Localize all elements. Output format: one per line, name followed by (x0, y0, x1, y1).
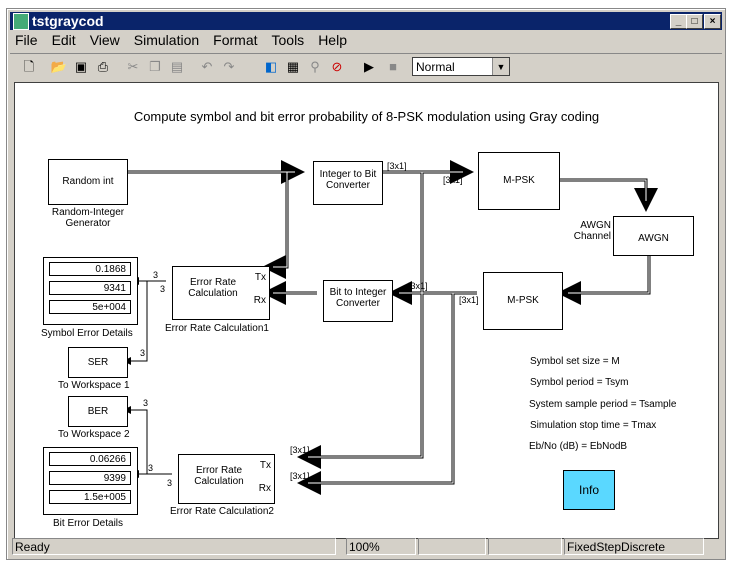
block-text: Error Rate Calculation (194, 465, 244, 487)
maximize-button[interactable]: □ (686, 14, 703, 29)
status-empty (488, 538, 562, 555)
mpsk-demodulator-block[interactable]: M-PSK (483, 272, 563, 330)
redo-icon[interactable]: ↷ (223, 59, 235, 74)
error-rate-calc1-label: Error Rate Calculation1 (165, 323, 269, 334)
info-block[interactable]: Info (563, 470, 615, 510)
new-icon[interactable]: 🗋 (23, 59, 35, 74)
menu-simulation[interactable]: Simulation (133, 32, 200, 48)
dim-label: [3x1] (408, 281, 428, 291)
window-title: tstgraycod (32, 13, 104, 29)
undo-icon[interactable]: ↶ (201, 59, 213, 74)
app-icon (13, 13, 29, 30)
display-value: 5e+004 (49, 300, 131, 314)
status-state: Ready (12, 538, 336, 555)
rx-port: Rx (253, 295, 266, 306)
chevron-down-icon[interactable]: ▼ (492, 58, 509, 75)
print-icon[interactable]: ⎙ (97, 59, 109, 74)
status-solver: FixedStepDiscrete (564, 538, 704, 555)
tx-port: Tx (254, 272, 266, 283)
width-label: 3 (160, 284, 166, 294)
param-text: Eb/No (dB) = EbNodB (529, 441, 628, 452)
width-label: 3 (143, 398, 149, 408)
menu-format[interactable]: Format (213, 32, 258, 48)
model-explorer-icon[interactable]: ▦ (286, 59, 300, 74)
wire-mpsk-to-awgn (554, 178, 658, 212)
diagram-heading: Compute symbol and bit error probability… (133, 109, 600, 124)
display-value: 0.06266 (49, 452, 131, 466)
dim-label: [3x1] (387, 161, 407, 171)
random-integer-label: Random-Integer Generator (51, 207, 125, 229)
ber-workspace-block[interactable]: BER (68, 396, 128, 427)
dim-label: [3x1] (459, 295, 479, 305)
tx-port: Tx (259, 460, 271, 471)
paste-icon[interactable]: ▤ (170, 59, 184, 74)
library-browser-icon[interactable]: ◧ (264, 59, 278, 74)
wire-branch-to-erc1tx (262, 172, 289, 279)
dim-label: [3x1] (443, 175, 463, 185)
block-text: Random int (62, 176, 114, 187)
param-text: Symbol period = Tsym (530, 377, 629, 388)
display-value: 0.1868 (49, 262, 131, 276)
status-empty (418, 538, 486, 555)
width-label: 3 (148, 463, 154, 473)
awgn-block[interactable]: AWGN (613, 216, 694, 256)
menu-tools[interactable]: Tools (271, 32, 305, 48)
block-text: Error Rate Calculation (188, 277, 238, 299)
signal-lines (122, 160, 658, 495)
simulation-mode-select[interactable]: Normal ▼ (412, 57, 510, 76)
error-rate-calc1-block[interactable]: Error Rate Calculation Tx Rx (172, 266, 270, 320)
width-label: 3 (140, 348, 146, 358)
integer-to-bit-block[interactable]: Integer to Bit Converter (313, 161, 383, 205)
width-label: 3 (167, 478, 173, 488)
display-value: 9399 (49, 471, 131, 485)
status-bar: Ready 100% FixedStepDiscrete (10, 538, 722, 555)
dim-label: [3x1] (290, 445, 310, 455)
save-icon[interactable]: ▣ (74, 59, 88, 74)
toolbar: 🗋 📂 ▣ ⎙ ✂ ❐ ▤ ↶ ↷ ◧ ▦ ⚲ ⊘ ▶ ■ Normal ▼ (10, 53, 722, 80)
display-value: 1.5e+005 (49, 490, 131, 504)
ser-workspace-block[interactable]: SER (68, 347, 128, 378)
rx-port: Rx (258, 483, 271, 494)
sim-mode-value: Normal (416, 60, 455, 74)
close-button[interactable]: × (704, 14, 721, 29)
open-icon[interactable]: 📂 (50, 59, 68, 74)
status-zoom: 100% (346, 538, 416, 555)
debug-icon[interactable]: ⚲ (310, 59, 320, 74)
mpsk-modulator-block[interactable]: M-PSK (478, 152, 560, 210)
error-rate-calc2-label: Error Rate Calculation2 (170, 506, 274, 517)
title-bar: tstgraycod _ □ × (10, 12, 722, 30)
stop-debug-icon[interactable]: ⊘ (331, 59, 343, 74)
param-text: Symbol set size = M (530, 356, 620, 367)
bit-to-integer-block[interactable]: Bit to Integer Converter (323, 280, 393, 322)
stop-icon[interactable]: ■ (389, 59, 397, 74)
random-integer-block[interactable]: Random int (48, 159, 128, 205)
symbol-error-label: Symbol Error Details (41, 328, 133, 339)
display-value: 9341 (49, 281, 131, 295)
ser-label: To Workspace 1 (58, 380, 130, 391)
dim-label: [3x1] (290, 471, 310, 481)
menu-help[interactable]: Help (318, 32, 347, 48)
minimize-button[interactable]: _ (670, 14, 687, 29)
play-icon[interactable]: ▶ (364, 59, 374, 74)
error-rate-calc2-block[interactable]: Error Rate Calculation Tx Rx (178, 454, 275, 504)
param-text: Simulation stop time = Tmax (530, 420, 657, 431)
awgn-label: AWGN Channel (573, 220, 611, 242)
width-label: 3 (153, 270, 159, 280)
menu-file[interactable]: File (15, 32, 38, 48)
wire-erc2-to-ber (123, 406, 148, 474)
bit-error-display: 0.06266 9399 1.5e+005 (43, 447, 138, 515)
copy-icon[interactable]: ❐ (149, 59, 161, 74)
menu-bar: File Edit View Simulation Format Tools Help (15, 31, 361, 49)
bit-error-label: Bit Error Details (53, 518, 124, 529)
menu-edit[interactable]: Edit (51, 32, 76, 48)
wire-erc1-to-ser (123, 281, 148, 365)
model-canvas[interactable]: Compute symbol and bit error probability… (14, 82, 719, 539)
ber-label: To Workspace 2 (58, 429, 130, 440)
symbol-error-display: 0.1868 9341 5e+004 (43, 257, 138, 325)
param-text: System sample period = Tsample (529, 399, 677, 410)
menu-view[interactable]: View (89, 32, 120, 48)
cut-icon[interactable]: ✂ (127, 59, 139, 74)
